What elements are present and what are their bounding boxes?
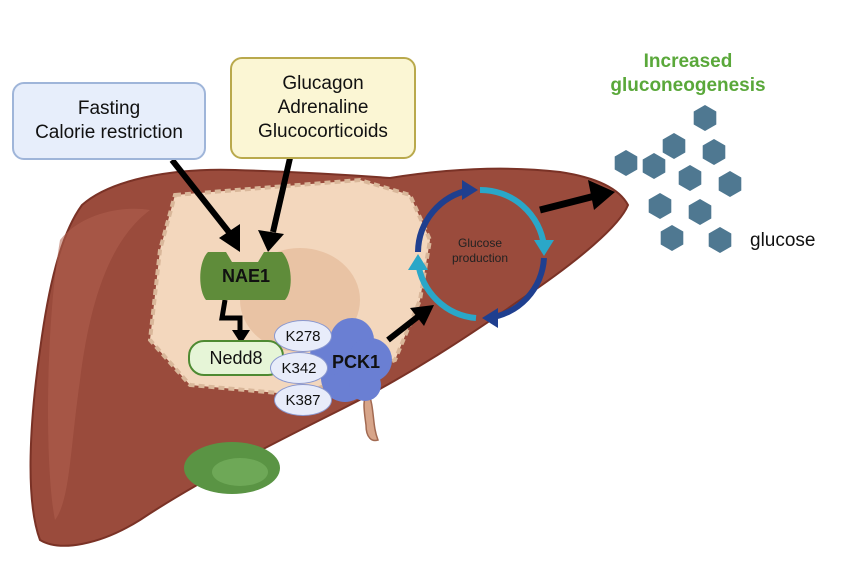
glucose-hexagon (660, 225, 684, 251)
pck1-label: PCK1 (331, 352, 380, 372)
glucose-hexagon (648, 193, 672, 219)
lysine-k387-label: K387 (285, 391, 321, 409)
arrow-fasting-to-nae1 (169, 158, 235, 238)
hormone-box: Glucagon Adrenaline Glucocorticoids (230, 57, 416, 159)
arrow-pck1-to-cycle (386, 312, 422, 343)
arrow-pck1-to-cycle-head (410, 305, 434, 326)
lysine-k278-label: K278 (285, 327, 321, 345)
arrow-nae1-to-nedd8 (219, 299, 243, 332)
glucocorticoids-label: Glucocorticoids (258, 121, 388, 142)
glucose-hexagon (614, 150, 638, 176)
pck1-protein (310, 318, 392, 402)
bile-duct (363, 388, 379, 442)
cycle-arc-top (415, 187, 471, 253)
lysine-k387: K387 (274, 384, 332, 416)
calorie-restriction-label: Calorie restriction (35, 122, 183, 143)
glucose-production-cycle (408, 180, 554, 328)
gallbladder-highlight (212, 458, 268, 486)
cycle-arc-left (415, 261, 477, 321)
glucose-hexagon (702, 139, 726, 165)
cycle-head-1 (462, 180, 478, 200)
nae1-label: NAE1 (221, 266, 270, 286)
liver-shading (48, 208, 150, 520)
glucose-hexagon (708, 227, 732, 253)
glucose-hexagon (678, 165, 702, 191)
pck1-blob-e (349, 369, 381, 401)
lysine-k342: K342 (270, 352, 328, 384)
arrow-hormones-head (258, 230, 284, 252)
glucose-molecules (614, 105, 742, 253)
cycle-arc-right (479, 186, 547, 247)
glucagon-label: Glucagon (282, 73, 364, 94)
arrow-cycle-to-glucose (539, 192, 596, 214)
nae1-shape (200, 252, 291, 300)
adrenaline-label: Adrenaline (277, 97, 369, 118)
cycle-arc-bottom (487, 257, 547, 321)
glucose-hexagon (718, 171, 742, 197)
cycle-head-3 (482, 308, 498, 328)
glucose-hexagon (662, 133, 686, 159)
fasting-label: Fasting (77, 98, 141, 119)
fasting-box: Fasting Calorie restriction (12, 82, 206, 160)
cycle-head-4 (408, 254, 428, 270)
cycle-head-2 (534, 240, 554, 256)
arrow-nae1-to-nedd8-head (232, 330, 250, 344)
lysine-k342-label: K342 (281, 359, 317, 377)
glucose-production-text: Glucose production (451, 236, 509, 265)
nedd8-label: Nedd8 (209, 347, 263, 368)
glucose-hexagon (688, 199, 712, 225)
outcome-title: Increased gluconeogenesis (610, 51, 766, 96)
arrow-cycle-to-glucose-head (588, 180, 615, 210)
glucose-label: glucose (750, 230, 816, 251)
arrow-fasting-head (219, 224, 240, 252)
lysine-k278: K278 (274, 320, 332, 352)
glucose-hexagon (642, 153, 666, 179)
arrow-hormones-to-nae1 (270, 157, 293, 233)
glucose-hexagon (693, 105, 717, 131)
arrows (169, 157, 615, 344)
glucose-production-label: Glucose production (432, 236, 528, 266)
nae1-enzyme (200, 252, 291, 300)
